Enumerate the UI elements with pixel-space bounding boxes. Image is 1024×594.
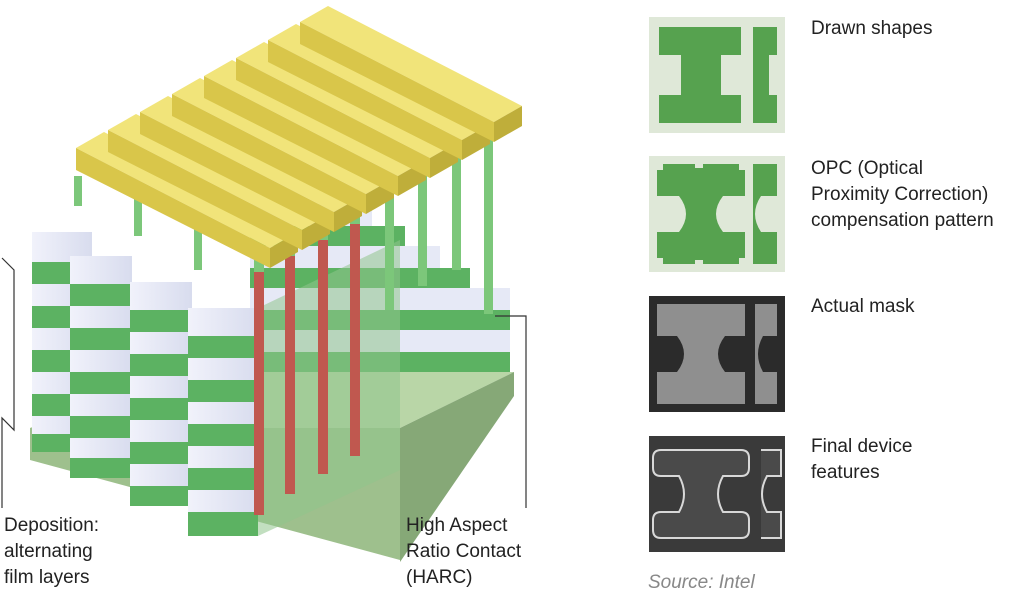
film-column-3: [130, 282, 192, 506]
wordline-bars: [76, 6, 522, 268]
step-caption-3: Actual mask: [811, 296, 915, 317]
film-column-2: [70, 256, 132, 478]
harc-callout-line: [495, 315, 527, 508]
step-caption-4: Final device features: [811, 436, 913, 483]
step-caption-2: OPC (Optical Proximity Correction) compe…: [811, 158, 994, 231]
opc-pattern-tile: [649, 156, 785, 272]
source-credit: Source: Intel: [648, 572, 755, 593]
step-caption-1: Drawn shapes: [811, 18, 933, 39]
harc-label: High Aspect Ratio Contact (HARC): [406, 515, 522, 588]
actual-mask-tile: [649, 296, 785, 412]
final-features-tile: [649, 436, 785, 552]
film-column-4: [188, 308, 258, 536]
deposition-label: Deposition: alternating film layers: [4, 515, 100, 588]
base-slab-side: [400, 372, 514, 562]
nand-stack-illustration: [1, 6, 527, 562]
deposition-callout-line: [1, 257, 15, 508]
drawn-shapes-tile: [649, 17, 785, 133]
